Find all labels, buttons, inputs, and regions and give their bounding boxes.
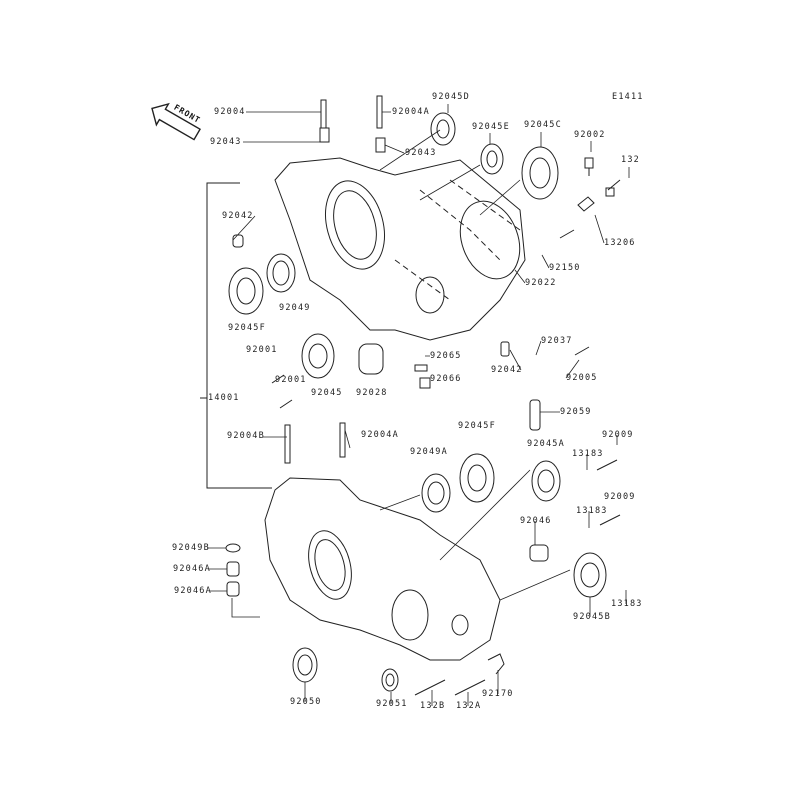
part-label[interactable]: 92045C [524, 120, 562, 130]
part-label[interactable]: 92065 [430, 351, 462, 361]
leader-14001 [206, 182, 272, 489]
part-label[interactable]: 92002 [574, 130, 606, 140]
diagram-code: E1411 [612, 92, 644, 102]
part-label[interactable]: 92045B [573, 612, 611, 622]
part-label[interactable]: 92045E [472, 122, 510, 132]
front-arrow-icon [151, 102, 201, 141]
part-label[interactable]: 92009 [604, 492, 636, 502]
part-label[interactable]: 92043 [210, 137, 242, 147]
part-label[interactable]: 92066 [430, 374, 462, 384]
part-label[interactable]: 92046A [174, 586, 212, 596]
lower-crankcase [264, 477, 501, 661]
part-label[interactable]: 132 [621, 155, 640, 165]
part-label[interactable]: 92049 [279, 303, 311, 313]
part-label[interactable]: 92022 [525, 278, 557, 288]
part-label[interactable]: 92037 [541, 336, 573, 346]
studs [284, 95, 386, 464]
part-label[interactable]: 92059 [560, 407, 592, 417]
part-label[interactable]: 92150 [549, 263, 581, 273]
part-label[interactable]: 13183 [576, 506, 608, 516]
bolts [271, 157, 621, 696]
part-label[interactable]: 92045D [432, 92, 470, 102]
part-label[interactable]: 92045A [527, 439, 565, 449]
part-label[interactable]: 92004A [361, 430, 399, 440]
part-label[interactable]: 132A [456, 701, 482, 711]
upper-crankcase [274, 157, 526, 341]
part-label[interactable]: 13183 [611, 599, 643, 609]
part-label[interactable]: 92009 [602, 430, 634, 440]
part-label[interactable]: 92004 [214, 107, 246, 117]
part-label[interactable]: 14001 [208, 393, 240, 403]
part-label[interactable]: 92045F [458, 421, 496, 431]
part-label[interactable]: 92050 [290, 697, 322, 707]
leader-lines [207, 104, 630, 706]
bearings [225, 112, 607, 692]
part-label[interactable]: 92001 [275, 375, 307, 385]
part-label[interactable]: 132B [420, 701, 446, 711]
part-label[interactable]: 92043 [405, 148, 437, 158]
part-label[interactable]: 92004B [227, 431, 265, 441]
part-label[interactable]: 92046 [520, 516, 552, 526]
part-label[interactable]: 92001 [246, 345, 278, 355]
part-label[interactable]: 92042 [491, 365, 523, 375]
part-label[interactable]: 92045F [228, 323, 266, 333]
part-label[interactable]: 92045 [311, 388, 343, 398]
part-label[interactable]: 13183 [572, 449, 604, 459]
part-label[interactable]: 92170 [482, 689, 514, 699]
part-label[interactable]: 92046A [173, 564, 211, 574]
part-label[interactable]: 92004A [392, 107, 430, 117]
part-label[interactable]: 92049B [172, 543, 210, 553]
part-label[interactable]: 92028 [356, 388, 388, 398]
part-label[interactable]: 92051 [376, 699, 408, 709]
part-label[interactable]: 13206 [604, 238, 636, 248]
part-label[interactable]: 92042 [222, 211, 254, 221]
part-label[interactable]: 92005 [566, 373, 598, 383]
part-label[interactable]: 92049A [410, 447, 448, 457]
